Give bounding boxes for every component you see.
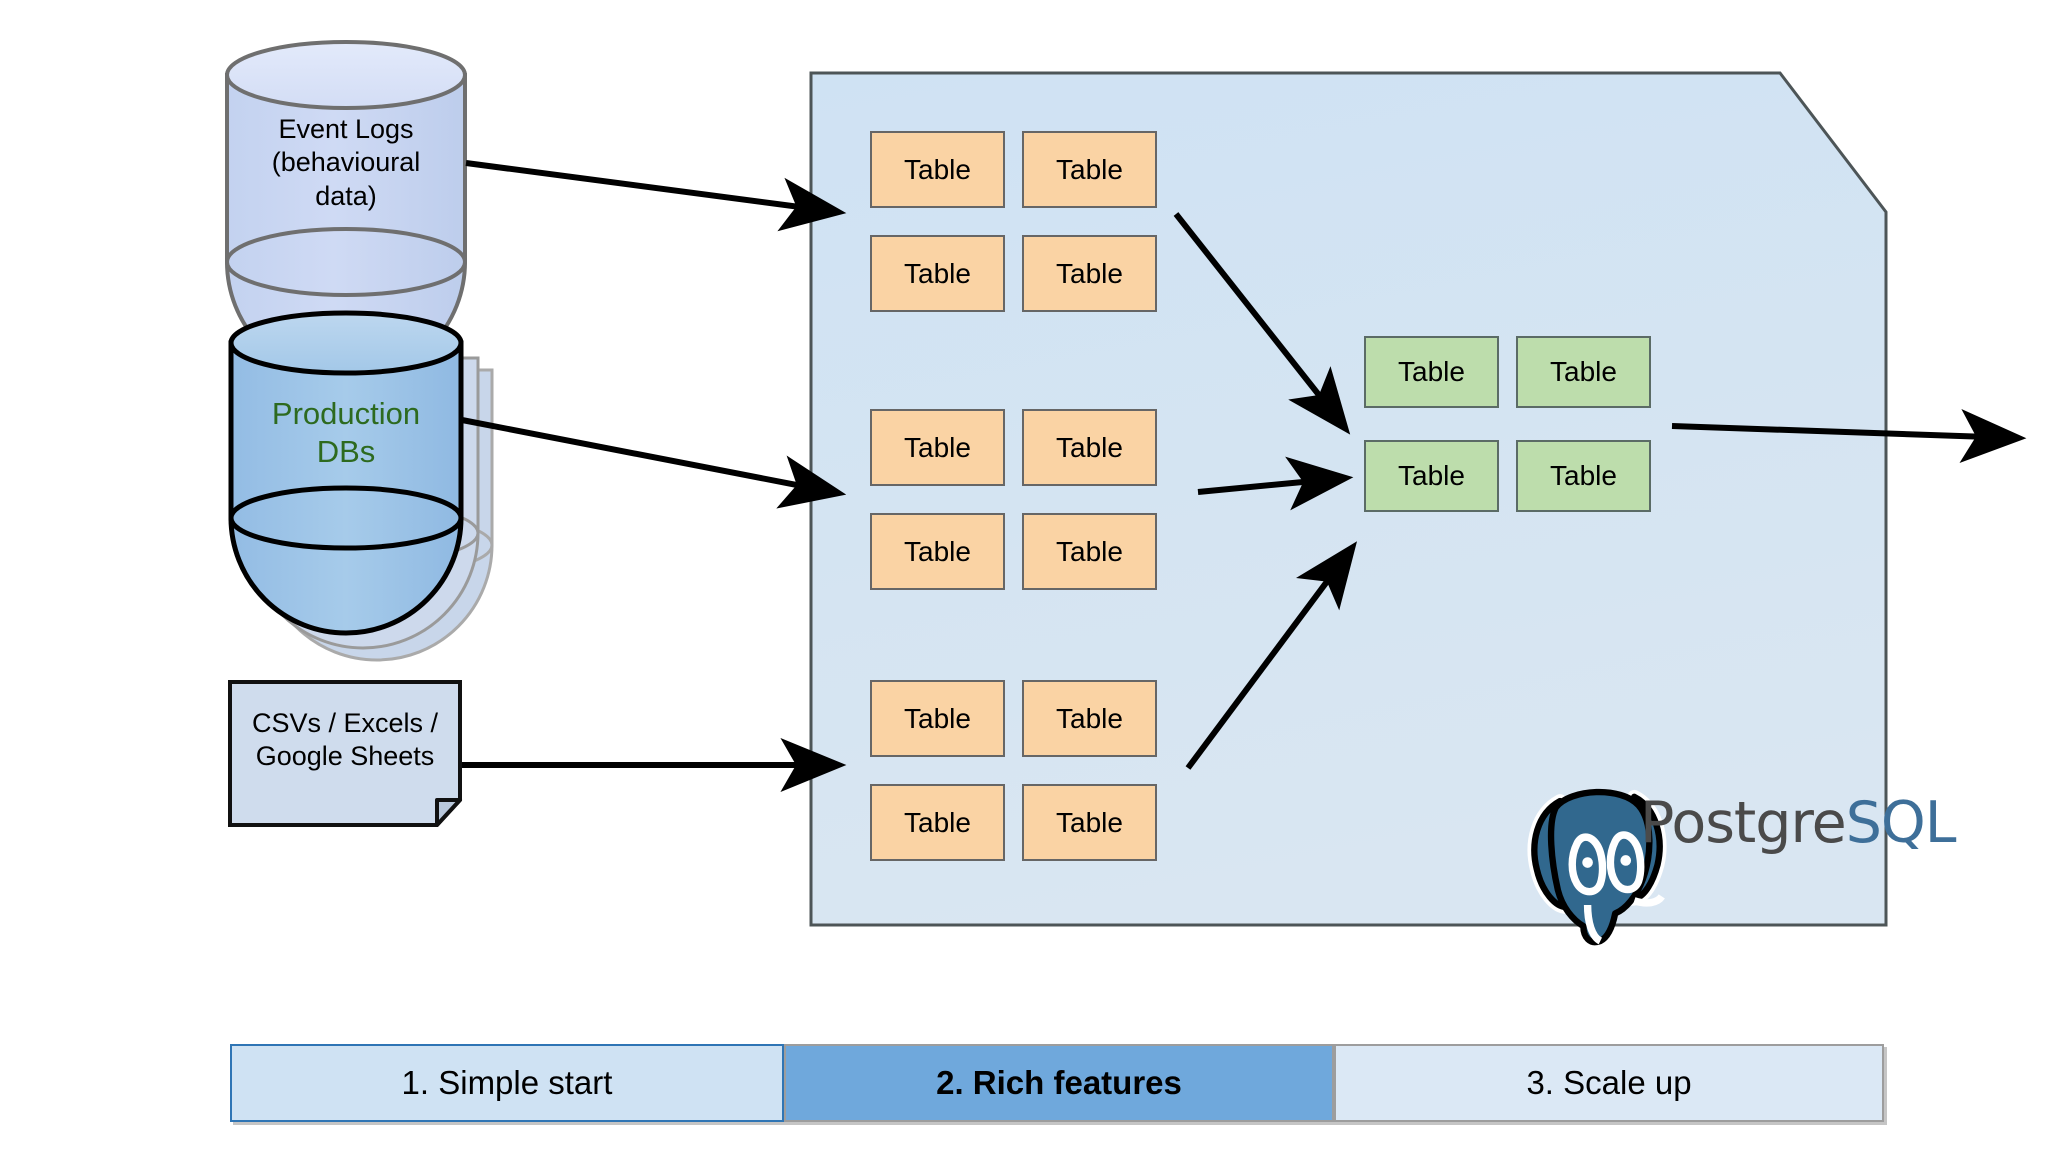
arrow-group3-to-mart — [1185, 541, 1358, 770]
staging-table[interactable]: Table — [870, 235, 1005, 312]
mart-table[interactable]: Table — [1364, 440, 1499, 512]
tab-rich-features[interactable]: 2. Rich features — [784, 1044, 1334, 1122]
arrow-event-logs-to-container — [465, 160, 847, 232]
staging-table[interactable]: Table — [1022, 131, 1157, 208]
arrow-production-dbs-to-container — [461, 417, 847, 509]
staging-table[interactable]: Table — [1022, 235, 1157, 312]
mart-table[interactable]: Table — [1364, 336, 1499, 408]
tab-simple-start[interactable]: 1. Simple start — [230, 1044, 784, 1122]
staging-table[interactable]: Table — [870, 131, 1005, 208]
production-dbs-cylinder-shape — [228, 310, 494, 662]
staging-table[interactable]: Table — [1022, 409, 1157, 486]
staging-table[interactable]: Table — [1022, 513, 1157, 590]
postgresql-elephant-logo — [1527, 788, 1667, 946]
event-logs-cylinder-shape — [225, 40, 467, 383]
mart-table[interactable]: Table — [1516, 336, 1651, 408]
staging-table[interactable]: Table — [870, 784, 1005, 861]
staging-table[interactable]: Table — [870, 409, 1005, 486]
staging-table[interactable]: Table — [870, 680, 1005, 757]
wordmark-sql: SQL — [1845, 790, 1957, 856]
csv-document-shape — [228, 680, 462, 827]
arrow-group2-to-mart — [1197, 456, 1354, 511]
staging-table[interactable]: Table — [1022, 784, 1157, 861]
mart-table[interactable]: Table — [1516, 440, 1651, 512]
arrow-group1-to-mart — [1173, 212, 1351, 435]
arrow-mart-to-output — [1671, 409, 2027, 463]
wordmark-postgre: Postgre — [1640, 790, 1847, 856]
stage-tab-bar: 1. Simple start 2. Rich features 3. Scal… — [230, 1044, 1884, 1122]
postgresql-wordmark: PostgreSQL — [1640, 790, 1957, 856]
staging-table[interactable]: Table — [1022, 680, 1157, 757]
tab-scale-up[interactable]: 3. Scale up — [1334, 1044, 1884, 1122]
staging-table[interactable]: Table — [870, 513, 1005, 590]
